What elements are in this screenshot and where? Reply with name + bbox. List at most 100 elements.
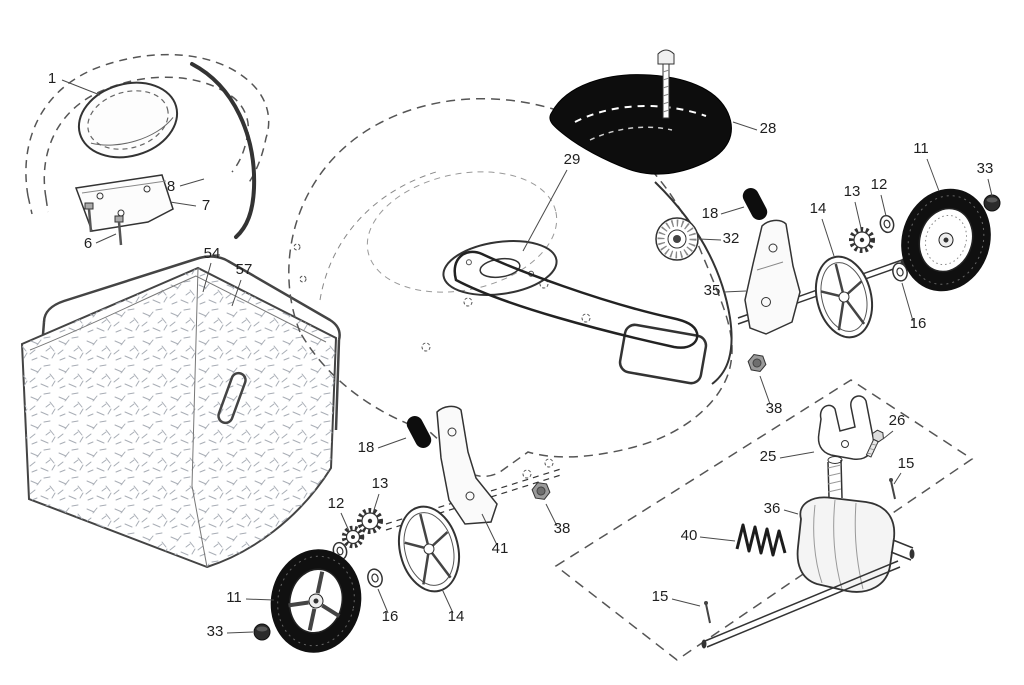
- leader-line-57: [231, 279, 242, 307]
- leader-line-14: [821, 218, 835, 257]
- axle-shaft: [701, 560, 901, 649]
- part-label-26: 26: [889, 412, 906, 429]
- tire: [270, 549, 362, 653]
- part-label-12: 12: [328, 495, 345, 512]
- spoked-wheel: [398, 505, 460, 593]
- part-label-15: 15: [898, 455, 915, 472]
- clutch-bracket: [817, 395, 875, 460]
- part-label-7: 7: [202, 197, 210, 214]
- leader-line-13: [854, 201, 862, 229]
- rear-door: [618, 323, 708, 385]
- leader-line-54: [202, 262, 212, 293]
- leader-line-35: [723, 290, 747, 293]
- leader-line-18: [377, 437, 407, 449]
- leader-line-15: [671, 598, 701, 607]
- part-label-8: 8: [167, 178, 175, 195]
- leader-line-11: [245, 598, 275, 601]
- leader-line-33: [226, 631, 254, 634]
- leader-line-26: [882, 430, 894, 440]
- part-label-25: 25: [760, 448, 777, 465]
- part-label-18: 18: [358, 439, 375, 456]
- spring: [735, 523, 787, 557]
- part-label-32: 32: [723, 230, 740, 247]
- height-adjuster-bracket: [742, 188, 801, 335]
- part-label-33: 33: [207, 623, 224, 640]
- part-label-54: 54: [204, 245, 221, 262]
- part-label-35: 35: [704, 282, 721, 299]
- transmission-assembly: [554, 379, 974, 661]
- pin: [889, 478, 896, 500]
- leader-line-1: [61, 79, 101, 96]
- grip: [742, 188, 768, 220]
- leader-line-7: [169, 201, 197, 207]
- nut: [531, 482, 551, 500]
- part-label-41: 41: [492, 540, 509, 557]
- part-label-13: 13: [844, 183, 861, 200]
- drive-belt: [453, 250, 699, 349]
- part-label-33: 33: [977, 160, 994, 177]
- leader-line-6: [95, 233, 117, 244]
- leader-line-28: [732, 121, 758, 131]
- part-label-1: 1: [48, 70, 56, 87]
- bag-texture: [22, 268, 336, 567]
- belt-drive: [442, 240, 699, 349]
- part-label-11: 11: [913, 140, 929, 157]
- nut: [747, 353, 767, 373]
- leader-line-38: [759, 375, 771, 405]
- support-rod: [190, 62, 257, 239]
- leader-line-32: [698, 238, 722, 241]
- bag-handle: [217, 371, 247, 425]
- part-label-57: 57: [236, 261, 253, 278]
- rear-wheel-assembly: [737, 188, 1001, 373]
- hubcap-nut: [253, 623, 271, 641]
- gearbox: [796, 456, 915, 593]
- leader-lines: [61, 79, 993, 634]
- hubcap-nut: [983, 194, 1001, 212]
- part-label-36: 36: [764, 500, 781, 517]
- leader-line-8: [179, 178, 205, 187]
- tire: [901, 188, 991, 292]
- deck-edge: [654, 181, 733, 385]
- washer: [892, 262, 908, 282]
- leader-line-33: [987, 178, 993, 197]
- part-label-12: 12: [871, 176, 888, 193]
- part-label-38: 38: [554, 520, 571, 537]
- washer: [367, 568, 383, 588]
- gear: [849, 227, 875, 253]
- leader-line-18: [720, 206, 745, 215]
- grass-bag-assembly: [20, 255, 341, 569]
- pin: [704, 601, 711, 624]
- leader-line-16: [901, 282, 914, 322]
- spoked-wheel: [814, 255, 874, 339]
- leader-line-25: [779, 451, 815, 459]
- leader-line-16: [377, 588, 389, 614]
- leader-line-38: [545, 503, 558, 527]
- cover-bolt: [657, 49, 675, 119]
- leader-line-14: [441, 588, 454, 614]
- handle-bail-dashed: [25, 53, 270, 215]
- washer: [879, 214, 895, 234]
- part-label-40: 40: [681, 527, 698, 544]
- leader-line-29: [522, 169, 568, 252]
- pulley: [655, 217, 699, 261]
- bag-cover: [77, 81, 179, 159]
- leader-line-15: [893, 472, 902, 485]
- leader-line-11: [926, 158, 940, 192]
- belt-cover: [549, 49, 732, 175]
- part-label-18: 18: [702, 205, 719, 222]
- height-adjuster-bracket: [436, 405, 498, 525]
- gear: [341, 525, 365, 549]
- part-label-14: 14: [810, 200, 827, 217]
- part-label-6: 6: [84, 235, 92, 252]
- grip: [406, 416, 432, 448]
- part-label-14: 14: [448, 608, 465, 625]
- leader-line-36: [783, 509, 799, 515]
- part-label-16: 16: [910, 315, 927, 332]
- part-label-11: 11: [226, 589, 242, 606]
- part-label-13: 13: [372, 475, 389, 492]
- gear: [357, 508, 383, 534]
- leader-line-40: [699, 536, 736, 542]
